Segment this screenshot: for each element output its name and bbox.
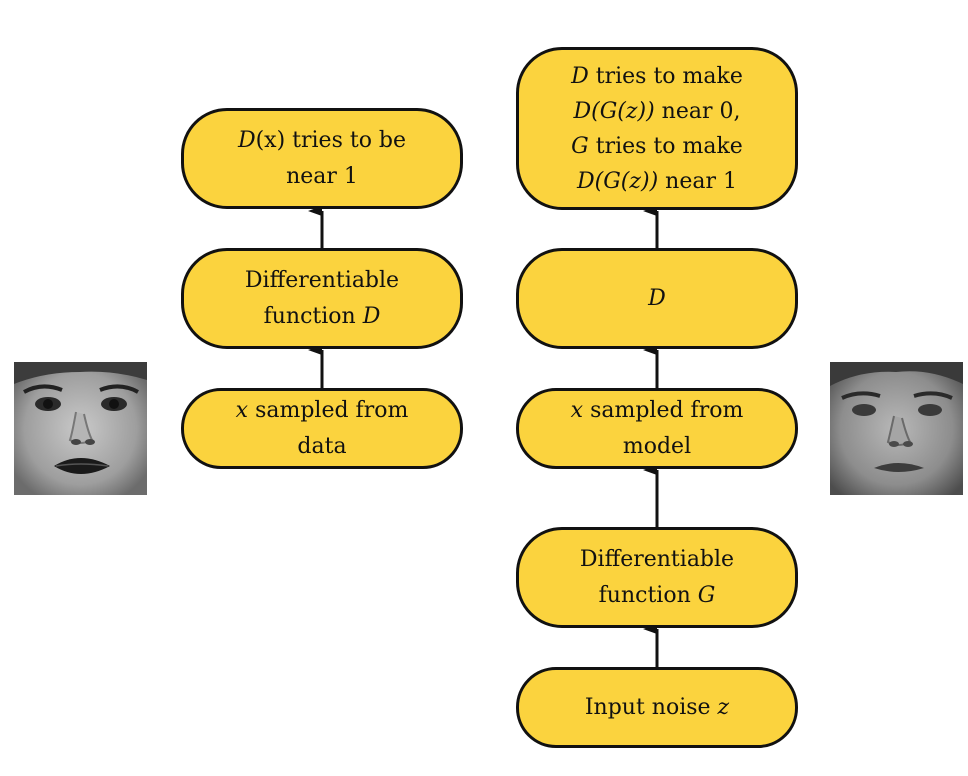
generator-node: Differentiable function G (516, 527, 798, 628)
node-text-line: D(x) tries to be (237, 127, 407, 153)
node-text-line: function G (598, 582, 716, 608)
gan-objective-node: D tries to make D(G(z)) near 0, G tries … (516, 47, 798, 210)
real-face-image (14, 362, 147, 495)
node-text-line: D tries to make (571, 63, 743, 89)
node-text-line: D (648, 285, 666, 311)
generated-face-image (830, 362, 963, 495)
node-text-line: Input noise z (584, 694, 730, 720)
model-sample-node: x sampled from model (516, 388, 798, 469)
fake-discriminator-node: D (516, 248, 798, 349)
node-text-line: data (297, 433, 347, 459)
node-text-line: Differentiable (244, 267, 400, 293)
node-text-line: G tries to make (571, 133, 743, 159)
node-text-line: D(G(z)) near 1 (577, 168, 737, 194)
data-sample-node: x sampled from data (181, 388, 463, 469)
real-discriminator-goal-node: D(x) tries to be near 1 (181, 108, 463, 209)
node-text-line: D(G(z)) near 0, (573, 98, 741, 124)
real-discriminator-node: Differentiable function D (181, 248, 463, 349)
node-text-line: function D (263, 303, 381, 329)
node-text-line: Differentiable (579, 546, 735, 572)
node-text-line: near 1 (286, 163, 358, 189)
node-text-line: x sampled from (570, 397, 744, 423)
node-text-line: model (622, 433, 692, 459)
input-noise-node: Input noise z (516, 667, 798, 748)
node-text-line: x sampled from (235, 397, 409, 423)
